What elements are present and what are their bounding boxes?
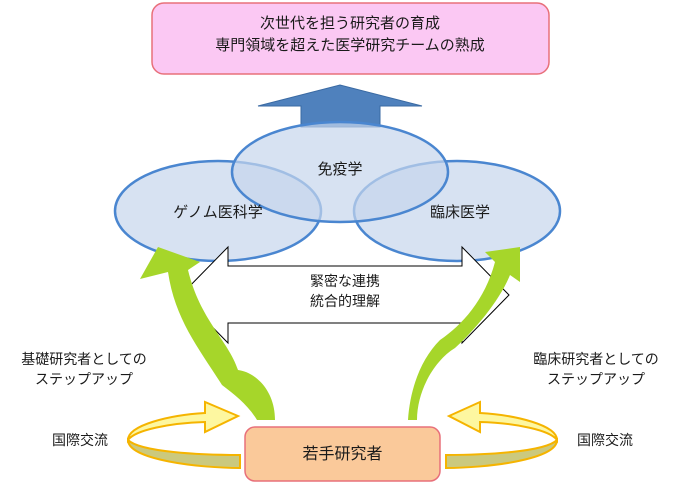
left-stepup-line-2: ステップアップ — [35, 372, 133, 388]
double-arrow-icon — [180, 245, 510, 345]
left-stepup-text: 基礎研究者としての ステップアップ — [0, 350, 168, 390]
right-exchange-arrow-icon — [446, 400, 559, 444]
right-exchange-label: 国際交流 — [577, 433, 633, 449]
left-stepup-line-1: 基礎研究者としての — [21, 352, 147, 368]
circle-immunology — [230, 120, 450, 224]
right-stepup-line-2: ステップアップ — [547, 372, 645, 388]
young-researchers-box — [244, 426, 441, 482]
goal-line-2: 専門領域を超えた医学研究チームの熟成 — [215, 36, 485, 54]
right-exchange-bottom — [445, 437, 559, 470]
right-stepup-text: 臨床研究者としての ステップアップ — [512, 350, 680, 390]
left-exchange-bottom — [126, 437, 241, 470]
collaboration-text: 緊密な連携 統合的理解 — [255, 272, 435, 312]
right-stepup-line-1: 臨床研究者としての — [533, 352, 659, 368]
genome-label: ゲノム医科学 — [173, 203, 263, 221]
left-exchange-label: 国際交流 — [52, 433, 108, 449]
young-researchers-label: 若手研究者 — [302, 444, 383, 463]
goal-box — [151, 2, 550, 75]
goal-line-1: 次世代を担う研究者の育成 — [259, 14, 440, 32]
goal-box-text: 次世代を担う研究者の育成 専門領域を超えた医学研究チームの熟成 — [150, 12, 550, 56]
up-arrow-icon — [257, 84, 423, 128]
left-exchange-arrow-icon — [126, 400, 241, 444]
clinical-label: 臨床医学 — [429, 203, 490, 221]
collaboration-line-1: 緊密な連携 — [310, 274, 380, 290]
left-green-arrow-icon — [140, 247, 275, 420]
right-green-arrow-icon — [408, 247, 520, 420]
immunology-label: 免疫学 — [317, 160, 363, 178]
collaboration-line-2: 統合的理解 — [310, 294, 380, 310]
